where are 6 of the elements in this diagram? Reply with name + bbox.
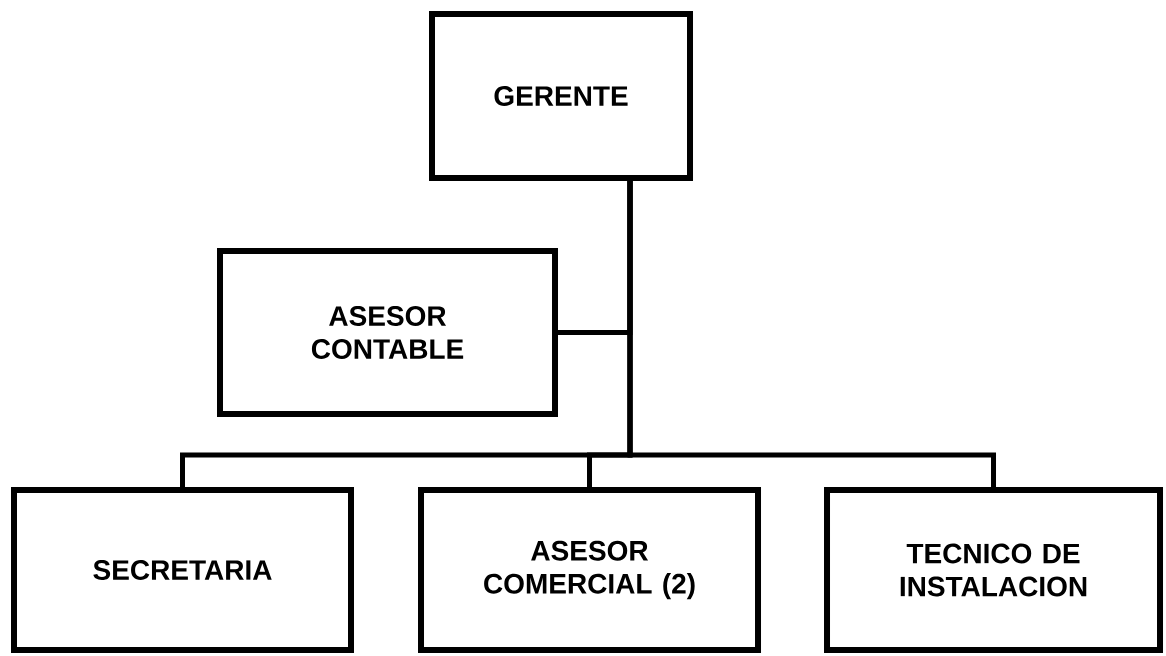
org-box: GERENTE [429,11,693,181]
org-box: TECNICO DE INSTALACION [824,487,1163,653]
org-box: ASESOR COMERCIAL (2) [418,487,761,653]
org-box: SECRETARIA [11,487,354,653]
org-box: ASESOR CONTABLE [217,248,558,417]
connector-line [627,181,996,487]
